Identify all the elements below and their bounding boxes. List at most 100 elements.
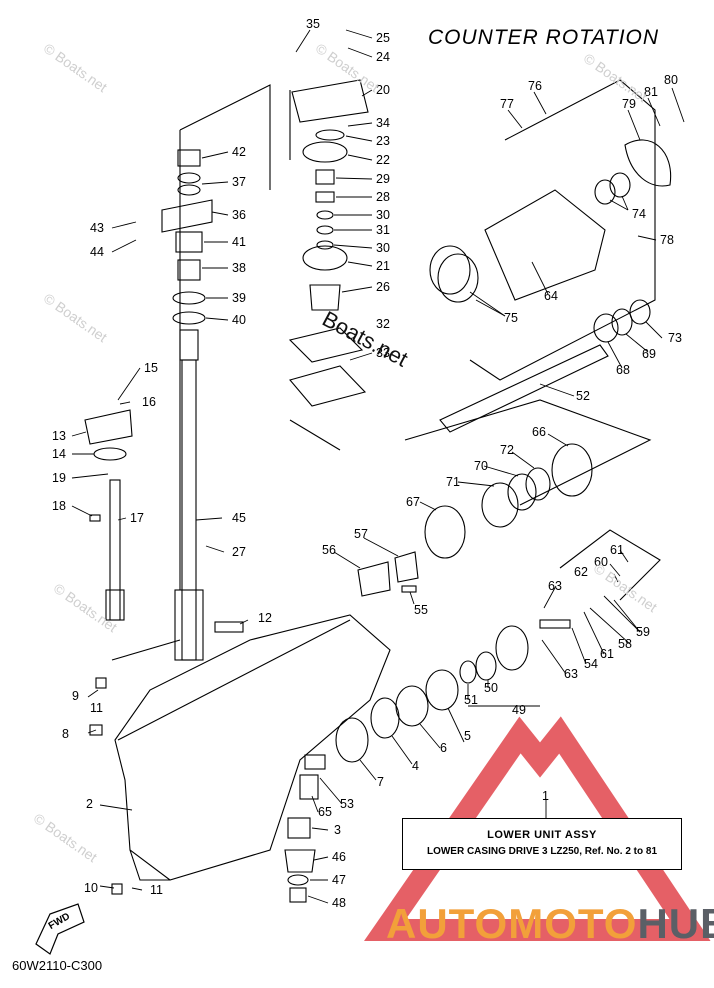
- bearing-66: [551, 443, 593, 497]
- drain-plug-8: [89, 724, 103, 736]
- collar-29: [315, 169, 335, 185]
- part-label-74: 74: [632, 207, 646, 221]
- part-label-67: 67: [406, 495, 420, 509]
- part-label-21: 21: [376, 259, 390, 273]
- logo-triangle-icon: [364, 716, 711, 941]
- shim-72: [525, 467, 551, 501]
- o-ring-75b: [437, 253, 479, 303]
- part-label-72: 72: [500, 443, 514, 457]
- part-label-30a: 30: [376, 208, 390, 222]
- screw-10: [111, 883, 123, 895]
- gasket-22: [302, 141, 348, 163]
- part-label-28: 28: [376, 190, 390, 204]
- propeller-shaft-52: [439, 344, 609, 433]
- part-label-7: 7: [377, 775, 384, 789]
- part-label-24: 24: [376, 50, 390, 64]
- part-label-14: 14: [52, 447, 66, 461]
- part-label-59: 59: [636, 625, 650, 639]
- shift-rod-joint-53: [304, 754, 326, 770]
- diagram-title: COUNTER ROTATION: [428, 26, 660, 49]
- prop-shaft-housing-64: [484, 189, 606, 301]
- part-label-13: 13: [52, 429, 66, 443]
- callout-line1: LOWER UNIT ASSY: [487, 829, 597, 841]
- part-label-27: 27: [232, 545, 246, 559]
- part-label-56: 56: [322, 543, 336, 557]
- washer-30a: [316, 210, 334, 220]
- bearing-3: [287, 817, 311, 839]
- shift-cam-54: [539, 619, 571, 629]
- part-label-36: 36: [232, 208, 246, 222]
- shim-40: [172, 311, 206, 325]
- washer-30b: [316, 240, 334, 250]
- prop-shaft-group-outline: [404, 399, 652, 506]
- lower-casing-top: [117, 619, 351, 741]
- part-label-23: 23: [376, 134, 390, 148]
- part-label-9: 9: [72, 689, 79, 703]
- bushing-42: [177, 149, 201, 167]
- part-label-15: 15: [144, 361, 158, 375]
- shim-7: [335, 717, 369, 763]
- driveshaft-spline-top: [179, 329, 199, 361]
- part-label-50: 50: [484, 681, 498, 695]
- part-label-47: 47: [332, 873, 346, 887]
- washer-51: [459, 660, 477, 684]
- impeller-26: [309, 284, 341, 311]
- part-label-69: 69: [642, 347, 656, 361]
- screw-9: [95, 677, 107, 689]
- part-label-62: 62: [574, 565, 588, 579]
- shift-rod-housing-13: [84, 409, 133, 445]
- assembly-callout: LOWER UNIT ASSY LOWER CASING DRIVE 3 LZ2…: [402, 818, 682, 870]
- sleeve-65: [299, 774, 319, 800]
- o-ring-37b: [177, 184, 201, 196]
- part-label-61b: 61: [600, 647, 614, 661]
- oil-seal-housing-36: [161, 199, 213, 233]
- part-label-45: 45: [232, 511, 246, 525]
- part-label-68: 68: [616, 363, 630, 377]
- logo-part1: AUTOMOTO: [386, 900, 638, 947]
- part-label-11b: 11: [150, 883, 163, 897]
- part-label-43: 43: [90, 221, 104, 235]
- bearing-5: [425, 669, 459, 711]
- part-label-37: 37: [232, 175, 246, 189]
- fwd-arrow-icon: [35, 903, 85, 955]
- part-label-2: 2: [86, 797, 93, 811]
- part-label-65: 65: [318, 805, 332, 819]
- shift-plunger-56: [357, 561, 391, 597]
- part-label-29: 29: [376, 172, 390, 186]
- anode-79: [624, 139, 672, 187]
- part-label-44: 44: [90, 245, 104, 259]
- shim-6: [395, 685, 429, 727]
- bearing-38: [177, 259, 201, 281]
- part-label-12: 12: [258, 611, 272, 625]
- part-label-61a: 61: [610, 543, 624, 557]
- logo-part2: HUB: [637, 900, 714, 947]
- part-label-80: 80: [664, 73, 678, 87]
- washer-69: [611, 308, 633, 336]
- part-label-76: 76: [528, 79, 542, 93]
- part-label-35: 35: [306, 17, 320, 31]
- part-label-5: 5: [464, 729, 471, 743]
- automotohub-logo: AUTOMOTOHUB: [386, 900, 714, 948]
- driveshaft-group-outline: [111, 84, 271, 661]
- part-label-19: 19: [52, 471, 66, 485]
- pinion-46: [284, 849, 316, 873]
- part-label-63a: 63: [548, 579, 562, 593]
- part-label-39: 39: [232, 291, 246, 305]
- dog-clutch-57: [394, 551, 419, 583]
- part-label-53: 53: [340, 797, 354, 811]
- part-label-77: 77: [500, 97, 514, 111]
- o-ring-75a: [429, 245, 471, 295]
- o-ring-23: [315, 129, 345, 141]
- part-label-41: 41: [232, 235, 246, 249]
- part-label-48: 48: [332, 896, 346, 910]
- part-label-17: 17: [130, 511, 144, 525]
- part-label-52: 52: [576, 389, 590, 403]
- part-label-1: 1: [542, 789, 549, 803]
- o-ring-14: [93, 447, 127, 461]
- part-label-4: 4: [412, 759, 419, 773]
- water-pump-housing: [291, 79, 369, 123]
- shift-rod: [109, 479, 121, 621]
- nut-48: [289, 887, 307, 903]
- part-label-33: 33: [376, 346, 390, 360]
